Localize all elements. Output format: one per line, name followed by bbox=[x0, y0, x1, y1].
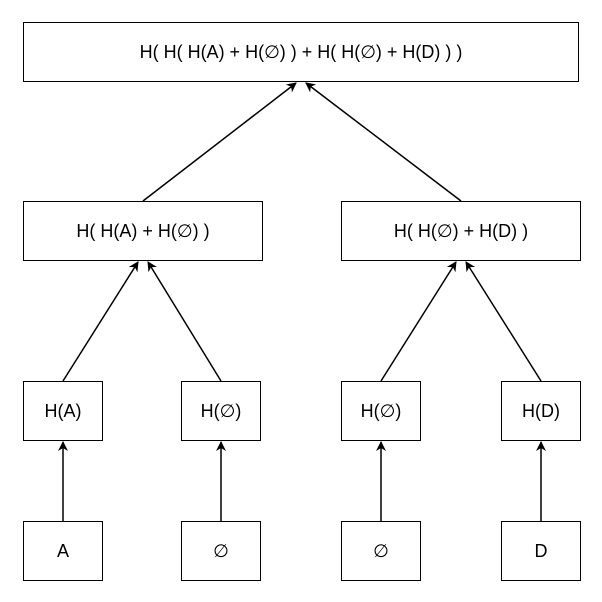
hash-empty-node-1: H(∅) bbox=[181, 381, 261, 441]
hash-d-label: H(D) bbox=[522, 400, 560, 421]
hash-empty-label-2: H(∅) bbox=[360, 400, 402, 421]
hash-empty-node-2: H(∅) bbox=[341, 381, 421, 441]
left-branch-hash-label: H( H(A) + H(∅) ) bbox=[76, 220, 210, 241]
right-branch-hash-node: H( H(∅) + H(D) ) bbox=[341, 201, 581, 261]
leaf-empty-node-1: ∅ bbox=[181, 521, 261, 581]
leaf-empty-node-2: ∅ bbox=[341, 521, 421, 581]
root-hash-label: H( H( H(A) + H(∅) ) + H( H(∅) + H(D) ) ) bbox=[139, 41, 463, 62]
hash-d-node: H(D) bbox=[501, 381, 581, 441]
hash-a-node: H(A) bbox=[23, 381, 103, 441]
left-branch-hash-node: H( H(A) + H(∅) ) bbox=[23, 201, 263, 261]
leaf-a-label: A bbox=[56, 540, 69, 561]
leaf-a-node: A bbox=[23, 521, 103, 581]
hash-empty-label-1: H(∅) bbox=[200, 400, 242, 421]
edge-mid-left-to-root bbox=[142, 82, 297, 202]
leaf-empty-label-1: ∅ bbox=[213, 540, 229, 561]
leaf-d-label: D bbox=[534, 540, 548, 561]
right-branch-hash-label: H( H(∅) + H(D) ) bbox=[393, 220, 529, 241]
edge-mid-right-to-root bbox=[305, 82, 462, 202]
hash-a-label: H(A) bbox=[44, 400, 82, 421]
leaf-empty-label-2: ∅ bbox=[373, 540, 389, 561]
edge-hash-d-to-mid-right bbox=[465, 261, 542, 382]
leaf-d-node: D bbox=[501, 521, 581, 581]
edge-hash-a-to-mid-left bbox=[62, 261, 139, 382]
edge-hash-empty-1-to-mid-left bbox=[147, 261, 222, 382]
root-hash-node: H( H( H(A) + H(∅) ) + H( H(∅) + H(D) ) ) bbox=[23, 22, 579, 82]
edge-hash-empty-2-to-mid-right bbox=[380, 261, 457, 382]
